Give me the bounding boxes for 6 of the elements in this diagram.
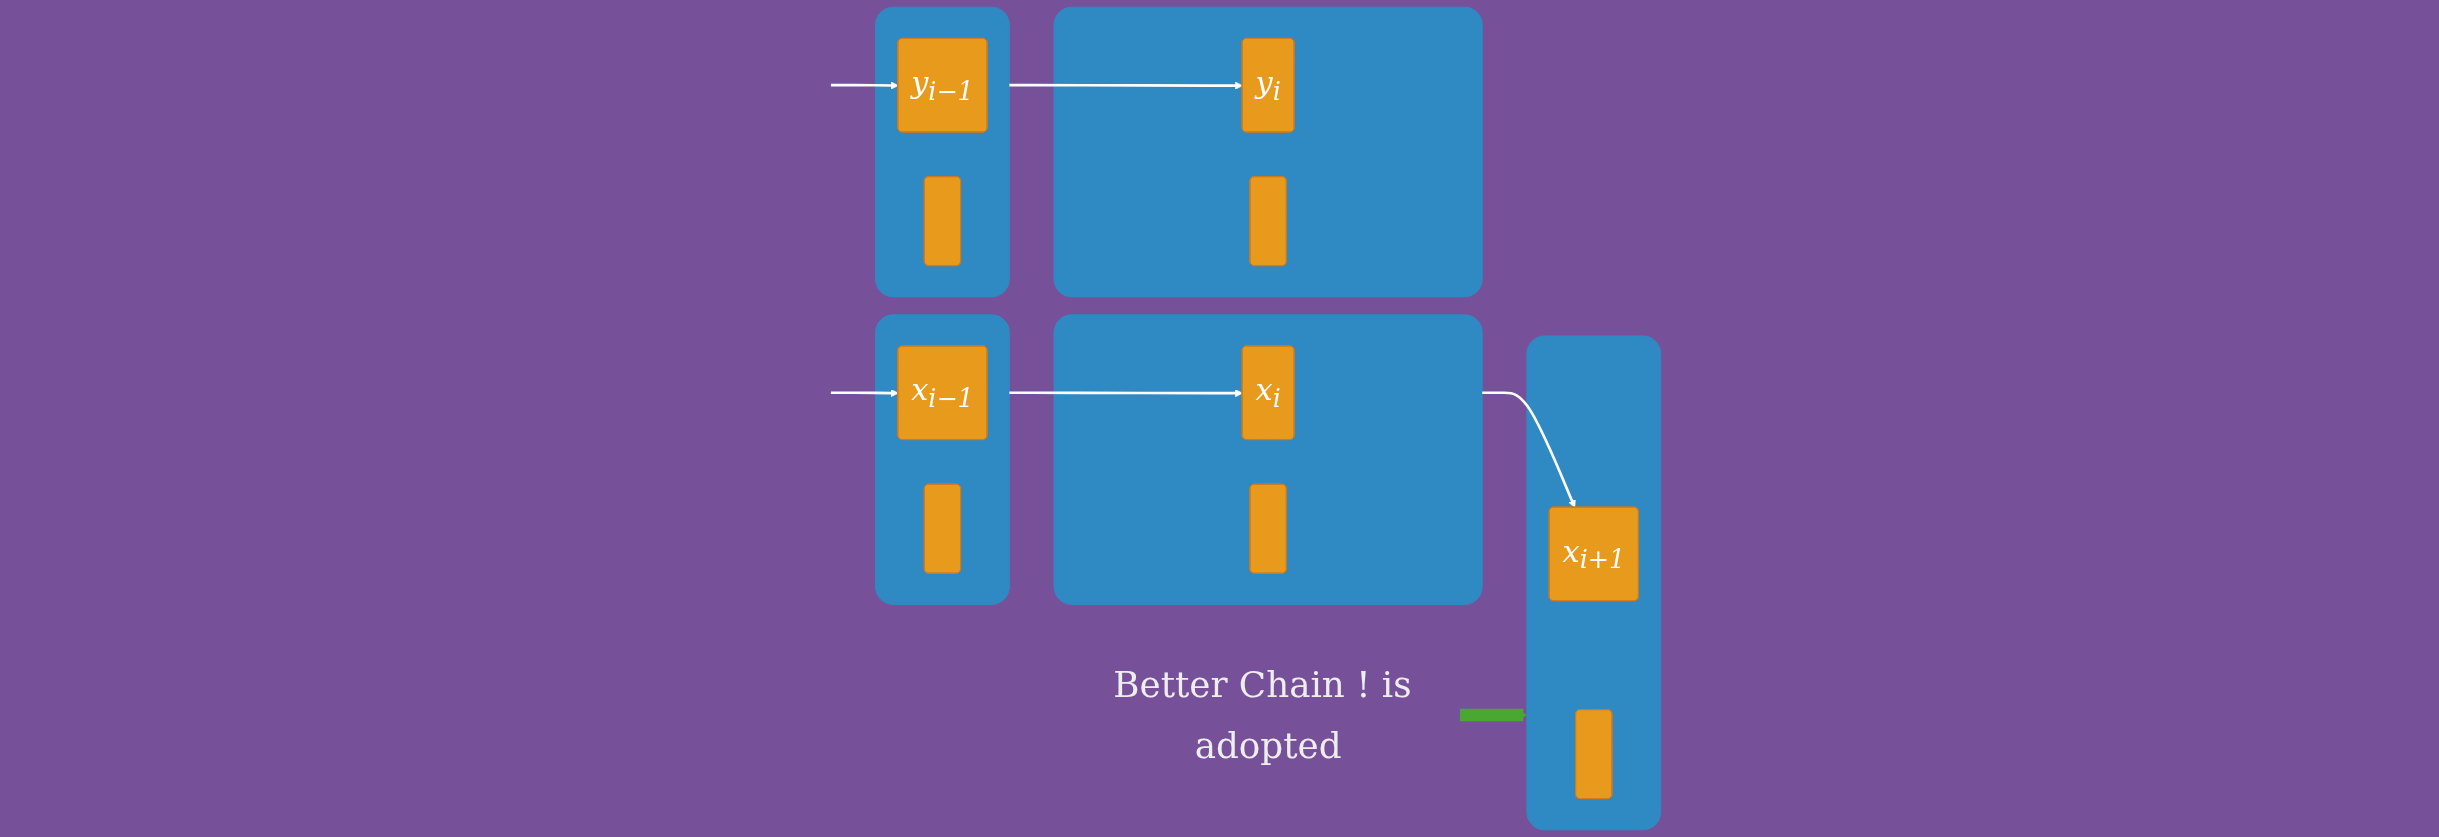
cluster (1526, 335, 1662, 831)
cluster (875, 314, 1011, 605)
node-text: Better Chain ! is adopted (1113, 664, 1413, 766)
cluster (875, 6, 1011, 298)
cluster (1054, 314, 1484, 605)
cluster (1054, 6, 1484, 298)
